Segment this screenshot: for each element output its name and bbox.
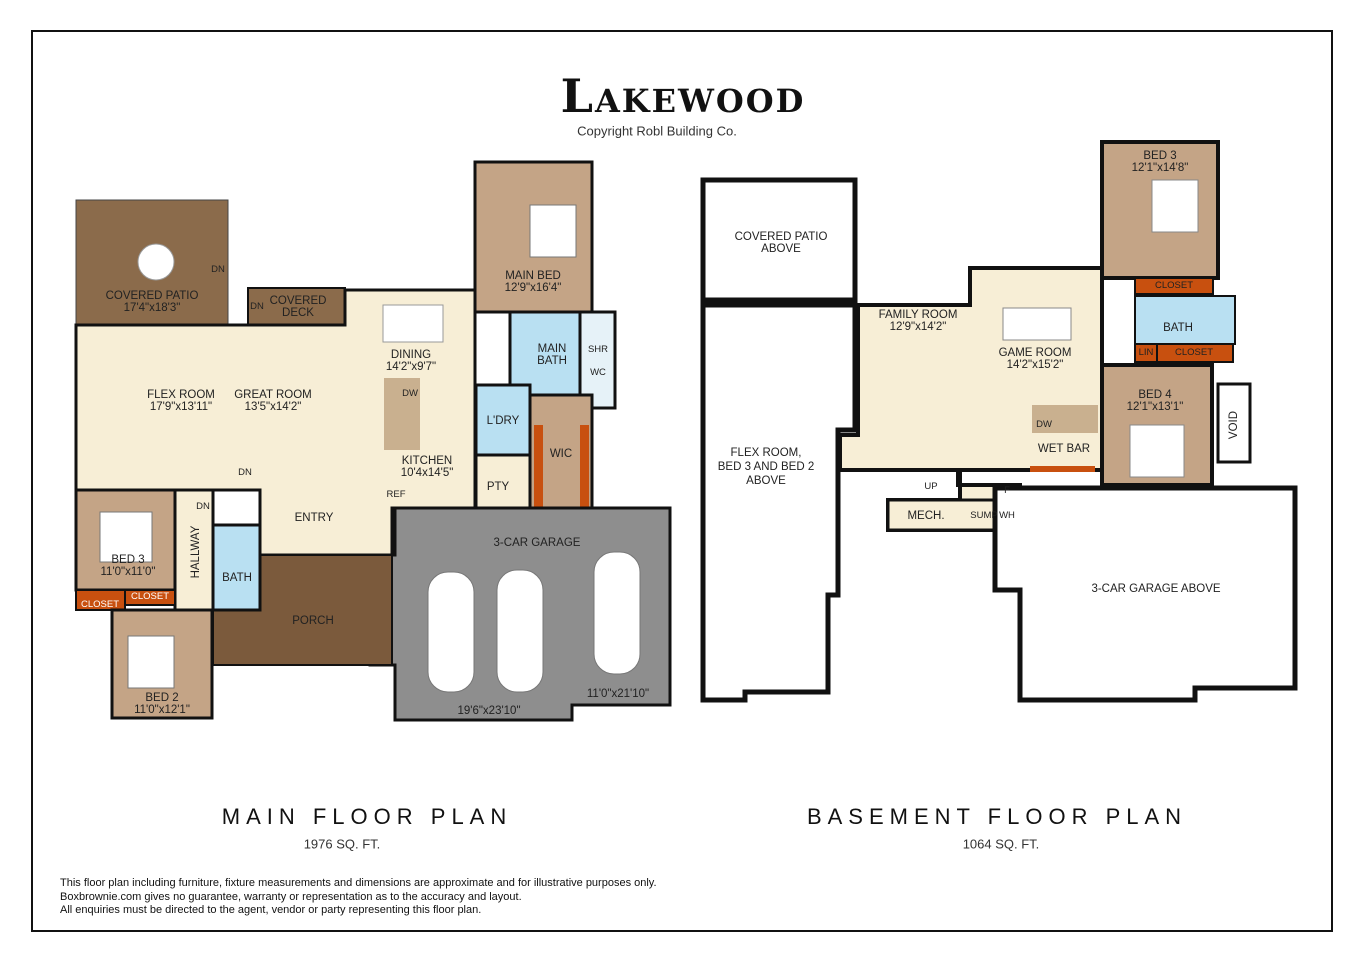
room-bath: BATH: [222, 572, 252, 584]
room-garage-above: 3-CAR GARAGE ABOVE: [1091, 583, 1221, 595]
garage-dimension: 19'6"x23'10": [457, 705, 521, 717]
label-closet: CLOSET: [1154, 280, 1194, 291]
laundry: [474, 383, 532, 457]
wet-bar-counter: [1032, 405, 1098, 433]
car: [427, 571, 475, 693]
bath-basement: [1134, 295, 1236, 345]
basement-title: BASEMENT FLOOR PLAN: [806, 804, 1188, 829]
label-closet: CLOSET: [1174, 347, 1214, 358]
bath: [211, 523, 262, 612]
car: [496, 569, 544, 693]
label-closet: CLOSET: [80, 599, 120, 610]
covered-patio: [75, 199, 229, 326]
stair-dn: DN: [250, 301, 264, 312]
patio-above: [700, 177, 858, 303]
sheet-border: [31, 30, 1333, 932]
disclaimer: This floor plan including furniture, fix…: [60, 877, 657, 918]
label-furnace: F: [1004, 485, 1010, 496]
label-linen: LIN: [1138, 347, 1154, 358]
bed: [99, 511, 153, 563]
room-wic: WIC: [549, 448, 573, 460]
stair-dn: DN: [196, 501, 210, 512]
shower-wc: [578, 310, 617, 410]
disclaimer-line: Boxbrownie.com gives no guarantee, warra…: [60, 890, 522, 903]
patio-table: [137, 243, 175, 281]
room-laundry: L'DRY: [486, 415, 520, 427]
disclaimer-line: This floor plan including furniture, fix…: [60, 877, 657, 889]
label-dw: DW: [1036, 419, 1052, 430]
room-wet-bar: WET BAR: [1037, 443, 1091, 455]
void: [1216, 382, 1252, 464]
label-closet: CLOSET: [130, 591, 170, 602]
label-shr: SHR: [587, 344, 609, 355]
disclaimer-line: All enquiries must be directed to the ag…: [60, 904, 482, 916]
room-garage: 3-CAR GARAGE: [493, 537, 581, 549]
bed: [529, 204, 577, 258]
flex-above: [700, 302, 858, 703]
label-ref: REF: [386, 489, 406, 500]
bed: [1129, 424, 1185, 478]
label-sump: SUMP: [970, 510, 998, 521]
room-hallway: HALLWAY: [190, 525, 202, 579]
page-title: Lakewood: [560, 69, 806, 123]
room-pantry: PTY: [486, 481, 510, 493]
label-water-heater: WH: [999, 510, 1015, 521]
room-porch: PORCH: [292, 615, 334, 627]
stair-dn: DN: [211, 264, 225, 275]
room-mech: MECH.: [907, 510, 945, 522]
kitchen-island: [384, 378, 420, 450]
dining-table: [382, 304, 444, 343]
room-entry: ENTRY: [294, 512, 334, 524]
main-floor-title: MAIN FLOOR PLAN: [221, 804, 513, 829]
stair-dn: DN: [238, 467, 252, 478]
garage-above: [992, 485, 1298, 703]
stair-up: UP: [924, 481, 938, 492]
basement-floor-plan: [700, 140, 1298, 703]
main-floor-plan: [74, 160, 672, 722]
bed: [1151, 179, 1199, 233]
label-wc: WC: [590, 367, 606, 378]
billiard-table: [1002, 307, 1072, 341]
basement-area: 1064 SQ. FT.: [962, 836, 1040, 852]
copyright: Copyright Robl Building Co.: [577, 123, 737, 139]
main-floor-area: 1976 SQ. FT.: [303, 836, 381, 852]
label-dw: DW: [402, 388, 418, 399]
room-bath-basement: BATH: [1163, 322, 1193, 334]
car: [593, 551, 641, 675]
bed: [127, 635, 175, 689]
garage-dimension: 11'0"x21'10": [586, 688, 650, 700]
bed3: [74, 488, 177, 592]
label-void: VOID: [1228, 410, 1240, 440]
